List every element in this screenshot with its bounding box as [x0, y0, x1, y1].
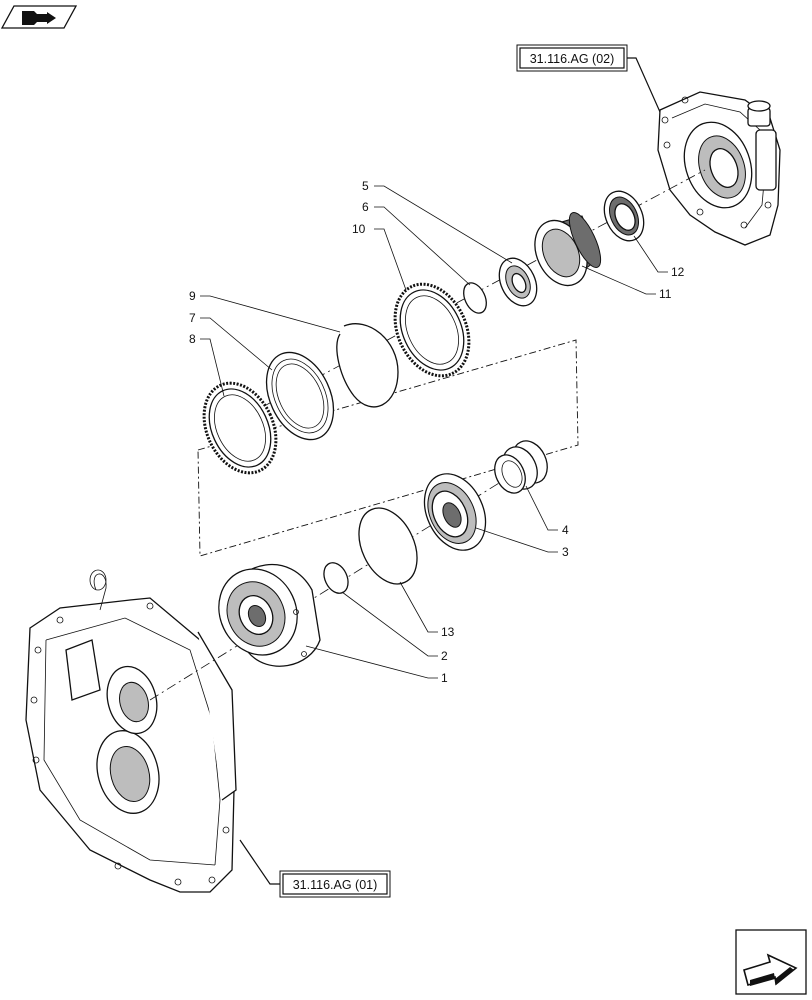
part-13-o-ring — [358, 507, 418, 585]
callout-9-leader — [200, 295, 341, 333]
callout-5[interactable]: 5 — [362, 179, 369, 193]
callout-13[interactable]: 13 — [441, 625, 455, 639]
reference-top[interactable]: 31.116.AG (02) — [516, 44, 628, 72]
part-7-friction-plate — [265, 351, 335, 441]
front-housing — [25, 569, 237, 893]
part-9-snap-ring — [336, 323, 399, 408]
part-12-seal — [603, 190, 645, 242]
callout-1-leader — [305, 645, 438, 679]
callout-6-leader — [374, 206, 471, 286]
book-arrow-icon[interactable] — [0, 5, 78, 29]
callout-2-leader — [341, 591, 438, 657]
callout-7[interactable]: 7 — [189, 311, 196, 325]
next-page-arrow-icon[interactable] — [735, 929, 807, 995]
reference-bottom-label: 31.116.AG (01) — [293, 878, 378, 892]
part-4-spring — [494, 440, 548, 494]
reference-top-label: 31.116.AG (02) — [530, 52, 615, 66]
callout-2[interactable]: 2 — [441, 649, 448, 663]
rear-housing — [657, 91, 781, 246]
part-11-ring-gear — [534, 211, 602, 287]
part-3-piston — [423, 473, 487, 551]
part-1-clutch-drum — [218, 563, 321, 667]
callout-10[interactable]: 10 — [352, 222, 366, 236]
part-5-bearing — [498, 257, 538, 307]
clutch-pack-group-box — [197, 339, 579, 557]
reference-top-leader — [627, 57, 661, 113]
reference-bottom[interactable]: 31.116.AG (01) — [279, 870, 391, 898]
callout-1[interactable]: 1 — [441, 671, 448, 685]
callout-7-leader — [200, 317, 273, 371]
callout-8[interactable]: 8 — [189, 332, 196, 346]
callout-12-leader — [633, 235, 668, 273]
callout-9[interactable]: 9 — [189, 289, 196, 303]
callout-13-leader — [399, 581, 438, 633]
callout-10-leader — [374, 228, 407, 291]
callout-4[interactable]: 4 — [562, 523, 569, 537]
reference-bottom-leader — [239, 839, 280, 885]
callout-8-leader — [200, 338, 225, 397]
part-10-toothed-disc — [393, 282, 471, 378]
callout-4-leader — [525, 485, 558, 531]
callout-5-leader — [374, 185, 513, 264]
callout-11-leader — [581, 265, 656, 295]
part-6-snap-ring — [463, 282, 487, 314]
callout-3-leader — [475, 527, 558, 553]
callout-12[interactable]: 12 — [671, 265, 685, 279]
part-8-toothed-plate — [202, 381, 278, 475]
callout-11[interactable]: 11 — [659, 287, 672, 301]
callout-6[interactable]: 6 — [362, 200, 369, 214]
callout-3[interactable]: 3 — [562, 545, 569, 559]
